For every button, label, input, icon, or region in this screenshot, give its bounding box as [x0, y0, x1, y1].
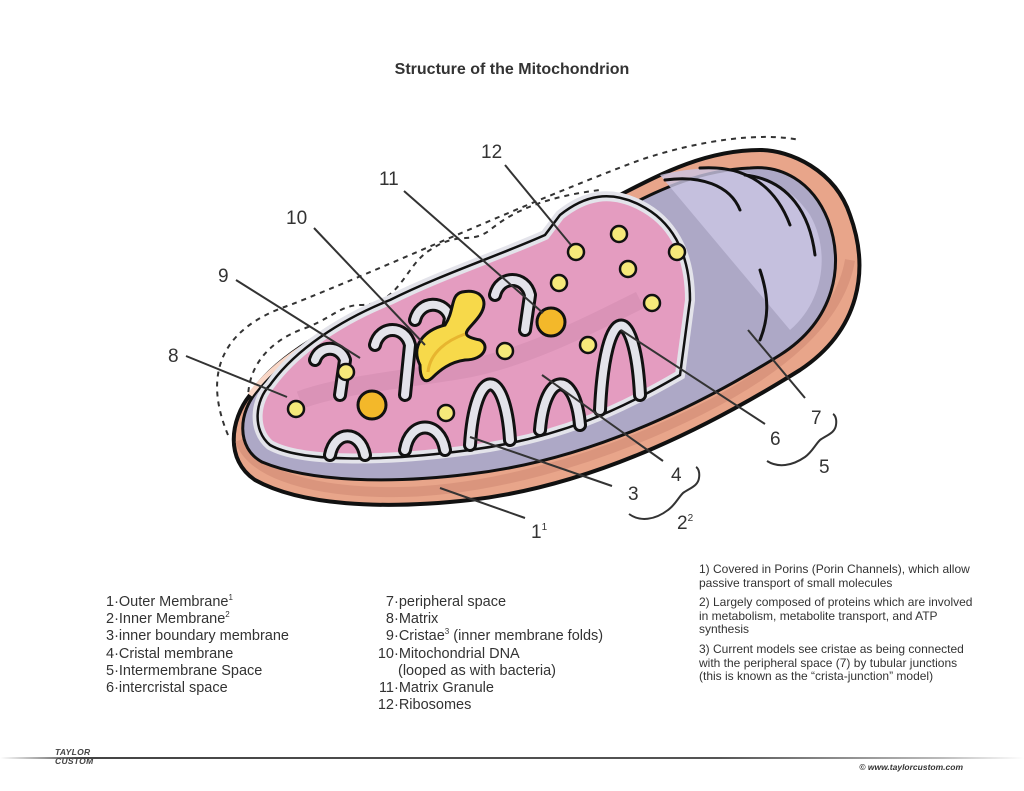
footnote-3: 3) Current models see cristae as being c… [699, 641, 964, 684]
brace-2 [628, 466, 701, 520]
ribosome [578, 335, 598, 355]
leader-line-10 [313, 227, 426, 346]
ribosome [549, 273, 569, 293]
leader-line-3 [469, 436, 613, 487]
legend-item: 7·peripheral space [385, 594, 507, 610]
callout-5: 5 [819, 457, 830, 478]
ribosome [336, 362, 356, 382]
cutaway-dashed-outline [216, 135, 801, 441]
footnote-2: 2) Largely composed of proteins which ar… [699, 595, 973, 637]
matrix-granule [535, 306, 567, 338]
footnotes: 1) Covered in Porins (Porin Channels), w… [699, 562, 979, 690]
legend-item: 2·Inner Membrane2 [106, 610, 230, 628]
leader-line-12 [504, 164, 572, 246]
callout-9: 9 [218, 266, 229, 287]
ribosome [609, 224, 629, 244]
callout-4: 4 [671, 465, 682, 486]
ribosome [667, 242, 687, 262]
ribosome [286, 399, 306, 419]
leader-line-4 [541, 374, 664, 462]
legend-column-2: 7·peripheral space 8·Matrix 9·Cristae3 (… [368, 594, 603, 714]
matrix-granule [356, 389, 388, 421]
braces [628, 413, 838, 520]
copyright-notice: © www.taylorcustom.com [859, 762, 963, 772]
brace-5 [766, 413, 838, 467]
leader-line-9 [235, 279, 361, 359]
leader-line-7 [747, 329, 806, 399]
legend-item: 5·Intermembrane Space [106, 662, 263, 679]
diagram-title: Structure of the Mitochondrion [394, 61, 630, 78]
mitochondrial-dna [415, 289, 487, 383]
legend-item: 8·Matrix [385, 611, 439, 628]
callout-labels: 11 22 3 4 5 6 7 8 9 10 11 12 [168, 142, 830, 543]
cristae [308, 273, 647, 462]
callout-10: 10 [286, 208, 307, 229]
ribosome [618, 259, 638, 279]
callout-11: 11 [379, 169, 399, 190]
leader-line-11 [403, 190, 544, 314]
ribosome [566, 242, 586, 262]
legend-column-1: 1·Outer Membrane1 2·Inner Membrane2 3·in… [106, 594, 289, 697]
legend-item: 9·Cristae3 (inner membrane folds) [385, 627, 604, 645]
legend-item: 12·Ribosomes [377, 697, 472, 714]
footer-divider [0, 757, 1024, 759]
legend-item: 10·Mitochondrial DNA [377, 645, 520, 662]
callout-2: 22 [677, 513, 694, 534]
callout-7: 7 [811, 408, 822, 429]
matrix-granules [356, 306, 567, 421]
leader-line-6 [620, 329, 766, 425]
leader-line-1 [439, 487, 526, 519]
ribosome [642, 293, 662, 313]
legend-item: 6·intercristal space [106, 680, 228, 697]
legend-item-continuation: (looped as with bacteria) [398, 662, 556, 679]
callout-8: 8 [168, 346, 179, 367]
ribosome [495, 341, 515, 361]
legend-item: 4·Cristal membrane [106, 645, 234, 662]
callout-1: 11 [531, 522, 548, 543]
ribosomes [286, 224, 687, 423]
ribosome [436, 403, 456, 423]
callout-6: 6 [770, 429, 781, 450]
callout-3: 3 [628, 484, 639, 505]
legend-item: 11·Matrix Granule [378, 680, 494, 697]
callout-12: 12 [481, 142, 502, 163]
legend-item: 3·inner boundary membrane [106, 628, 289, 645]
legend-item: 1·Outer Membrane1 [106, 593, 233, 611]
leader-line-8 [185, 355, 288, 398]
taylor-custom-logo: TAYLOR CUSTOM [55, 747, 94, 766]
footnote-1: 1) Covered in Porins (Porin Channels), w… [699, 562, 970, 590]
leader-lines [185, 164, 806, 519]
